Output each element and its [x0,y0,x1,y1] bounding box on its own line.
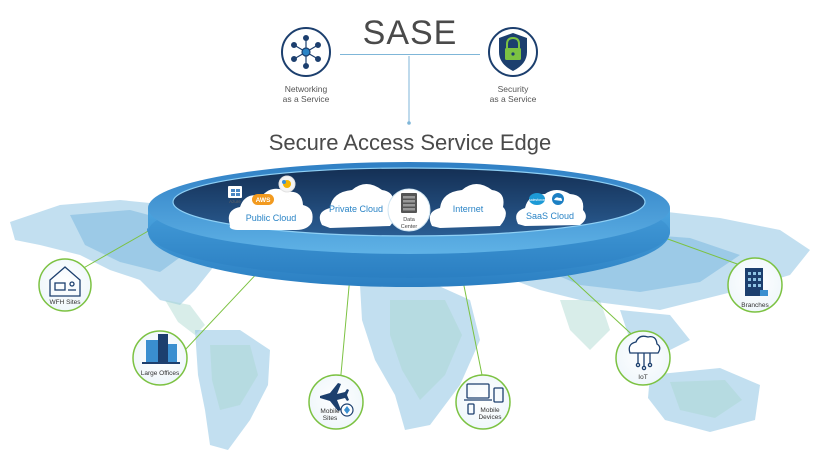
devices-icon [464,383,504,415]
large-offices-label: Large Offices [141,370,180,377]
mobile-devices-label-2: Devices [478,414,502,421]
data-center-label-2: Center [401,224,418,230]
connector-large-offices [184,267,263,351]
mobile-devices-label-1: Mobile [480,407,500,414]
site-badge-icon [340,403,354,417]
private-cloud-group: Private Cloud [319,184,396,228]
edge-connectors [79,229,741,386]
branches-label: Branches [741,302,769,309]
network-hub-icon [291,34,322,69]
edge-node-wfh: WFH Sites [38,258,92,312]
secaas-label-line1: Security [497,84,529,94]
connector-mobile-sites [339,275,351,386]
data-center-label-1: Data [403,217,416,223]
wfh-sites-label: WFH Sites [49,299,81,306]
naas-label: Networking as a Service [266,84,346,104]
sase-title-underline [340,54,480,55]
edge-node-iot: IoT [615,330,671,386]
airplane-icon [320,383,349,411]
home-office-icon [49,266,81,297]
mobile-sites-label-1: Mobile [320,408,340,415]
shield-lock-icon [499,33,527,71]
connector-branches [664,237,741,266]
data-center-group: Data Center [387,188,431,232]
branch-building-icon [745,268,768,296]
svg-text:salesforce: salesforce [529,198,545,202]
connector-wfh [79,229,151,271]
internet-label: Internet [453,204,484,214]
edge-node-branches: Branches [727,257,783,313]
iot-cloud-icon [628,335,661,371]
azure-label: Azure [229,199,241,204]
iot-label: IoT [638,374,647,381]
saas-cloud-group: salesforce SaaS Cloud [516,190,586,226]
ring-clouds: Azure AWS Public Cloud Private Cloud Dat… [228,175,586,232]
naas-label-line1: Networking [284,84,328,94]
public-cloud-label: Public Cloud [246,213,297,223]
naas-icon-group [281,27,331,77]
aws-icon [252,194,274,205]
public-cloud-group: Azure AWS Public Cloud [228,175,313,230]
connector-iot [559,267,641,343]
office-building-icon [142,334,180,364]
aws-label: AWS [256,197,271,204]
edge-node-mobile-devices: Mobile Devices [455,374,511,430]
edge-node-mobile-sites: Mobile Sites [308,374,364,430]
secaas-icon-group [488,27,538,77]
connector-mobile-devices [461,275,483,376]
secaas-label: Security as a Service [473,84,553,104]
private-cloud-label: Private Cloud [329,204,383,214]
salesforce-icon [529,193,545,205]
internet-group: Internet [429,184,506,228]
edge-node-large-offices: Large Offices [132,330,188,386]
mobile-sites-label-2: Sites [323,415,338,422]
saas-cloud-label: SaaS Cloud [526,211,574,221]
sase-title: SASE [362,14,458,52]
naas-label-line2: as a Service [282,94,330,104]
sase-subtitle: Secure Access Service Edge [268,130,552,155]
secaas-label-line2: as a Service [489,94,537,104]
